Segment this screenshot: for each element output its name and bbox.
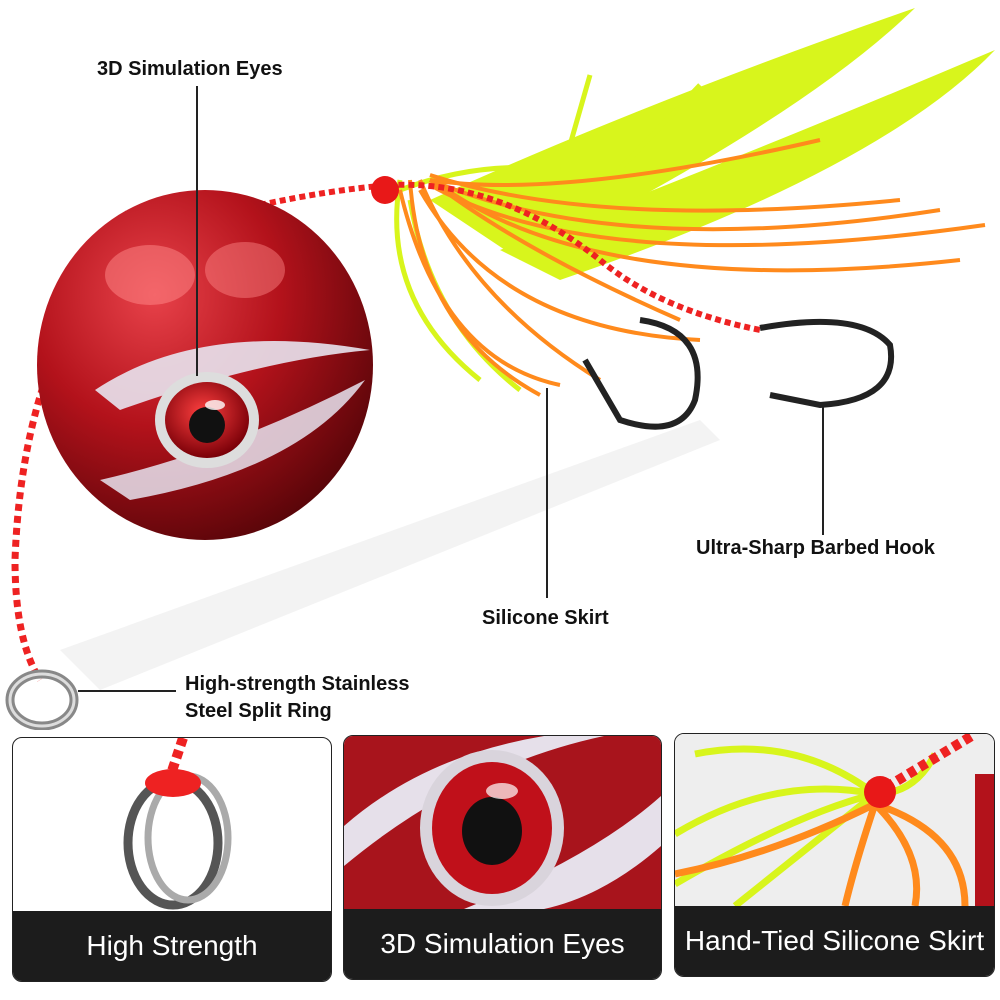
callout-hook: Ultra-Sharp Barbed Hook [696,537,935,559]
eye-icon [155,372,259,468]
callout-ring-1: High-strength Stainless [185,673,410,695]
split-ring-photo [123,738,232,910]
callout-line-skirt [546,388,548,598]
panel-label: High Strength [13,911,331,981]
callout-line-hook [822,405,824,535]
callout-line-eyes [196,86,198,376]
callout-line-ring [78,690,176,692]
green-streamers [430,8,995,280]
orange-skirt [398,138,986,397]
lure-illustration [5,8,995,730]
hooks [582,317,895,430]
panel-label: 3D Simulation Eyes [344,909,661,979]
eye-closeup-photo [344,736,661,909]
panel-label: Hand-Tied Silicone Skirt [675,906,994,976]
feature-panel-skirt: Hand-Tied Silicone Skirt [674,733,995,977]
feature-panel-eyes: 3D Simulation Eyes [343,735,662,980]
callout-eyes: 3D Simulation Eyes [97,58,283,80]
feature-panel-high-strength: High Strength [12,737,332,982]
split-ring-icon [5,669,79,730]
callout-ring-2: Steel Split Ring [185,700,332,722]
callout-skirt: Silicone Skirt [482,607,609,629]
skirt-closeup-photo [675,734,994,906]
